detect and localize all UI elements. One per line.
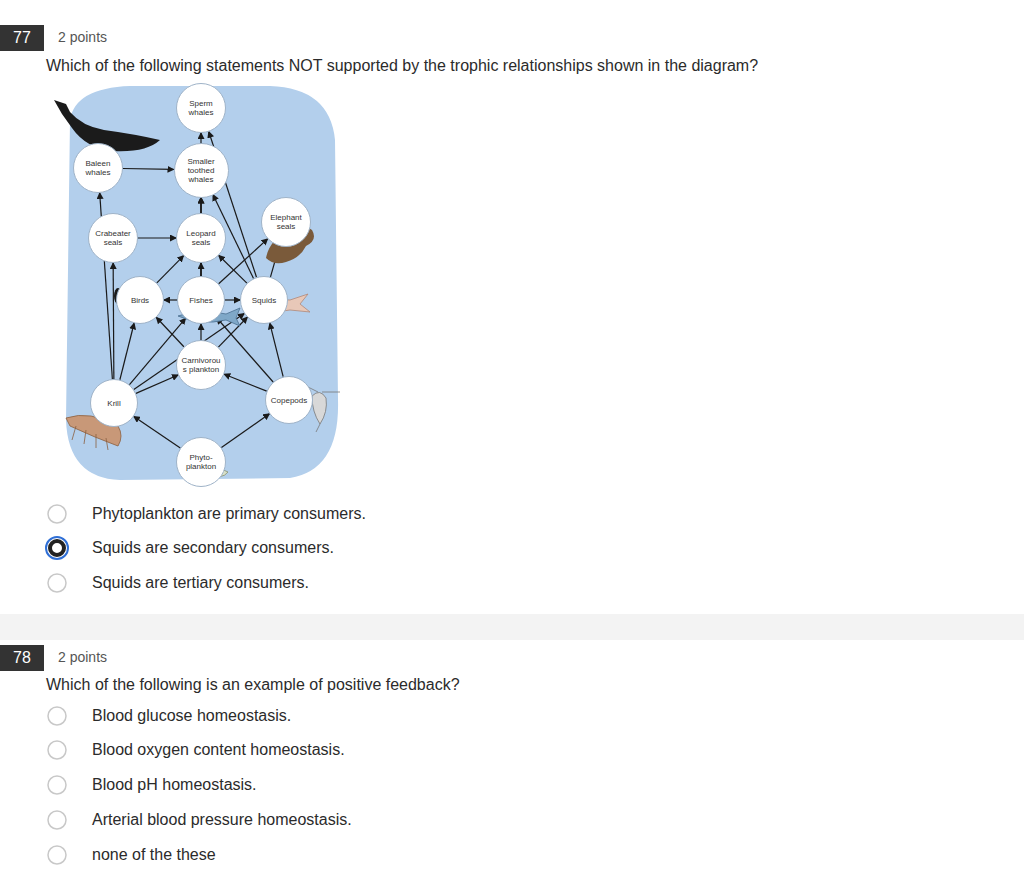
organism-name: Carnivorous plankton [181, 356, 221, 374]
answer-option: Arterial blood pressure homeostasis. [92, 811, 352, 829]
food-web-circle: Crabeater seals [88, 213, 138, 263]
feeding-arrow [123, 168, 174, 170]
radio-button [48, 707, 66, 725]
points-label: 2 points [58, 649, 107, 665]
radio-button-selected [46, 537, 68, 559]
organism-name: Krill [94, 399, 134, 408]
feeding-arrow [224, 374, 266, 391]
answer-option: Squids are tertiary consumers. [92, 574, 309, 592]
feeding-arrow [164, 299, 177, 300]
feeding-arrow [270, 323, 283, 376]
points-label: 2 points [58, 29, 107, 45]
food-web-circle: Baleen whales [73, 143, 123, 193]
organism-name: Sperm whales [181, 99, 221, 117]
organism-name: Copepods [269, 396, 309, 405]
food-web-circle: Krill [90, 379, 138, 427]
food-web-circle: Smaller toothed whales [174, 143, 229, 198]
food-web-circle: Copepods [265, 376, 313, 424]
organism-name: Elephant seals [266, 213, 306, 231]
feeding-arrow [157, 256, 184, 283]
ocean-ground [66, 86, 338, 480]
radio-button [48, 741, 66, 759]
card-separator [0, 614, 1024, 640]
answer-option: Blood oxygen content homeostasis. [92, 741, 345, 759]
food-web-circle: Sperm whales [176, 83, 226, 133]
answer-option: Blood glucose homeostasis. [92, 707, 291, 725]
food-web-circle: Birds [116, 276, 164, 324]
question-number-badge: 78 [0, 645, 44, 671]
organism-name: Crabeater seals [93, 229, 133, 247]
radio-button [48, 505, 66, 523]
food-web-circle: Elephant seals [261, 197, 311, 247]
organism-name: Leopard seals [181, 229, 221, 247]
copepod-picture [312, 392, 326, 424]
radio-button [48, 811, 66, 829]
food-web-circle: Phyto- plankton [176, 437, 226, 487]
feeding-arrow [113, 263, 115, 379]
feeding-arrow [200, 324, 201, 340]
food-web-circle: Carnivorous plankton [176, 340, 226, 390]
feeding-arrow [134, 416, 180, 447]
organism-name: Squids [244, 296, 284, 305]
radio-button [48, 776, 66, 794]
whale-picture [54, 100, 160, 151]
feeding-arrow [221, 414, 269, 448]
food-web-circle: Leopard seals [176, 213, 226, 263]
feeding-arrow [156, 318, 183, 347]
feeding-arrow [219, 256, 247, 284]
krill-legs [72, 426, 108, 450]
question-text: Which of the following is an example of … [46, 676, 460, 694]
organism-name: Fishes [181, 296, 221, 305]
organism-name: Phyto- plankton [181, 453, 221, 471]
question-number: 77 [13, 29, 31, 47]
answer-option: Blood pH homeostasis. [92, 776, 257, 794]
food-web-circle: Squids [240, 276, 288, 324]
answer-option: Squids are secondary consumers. [92, 539, 334, 557]
food-web-circle: Fishes [177, 276, 225, 324]
feeding-arrow [134, 314, 244, 390]
radio-button [48, 574, 66, 592]
radio-dot [50, 541, 64, 555]
organism-name: Baleen whales [78, 159, 118, 177]
radio-button [48, 846, 66, 864]
feeding-arrow [200, 198, 201, 214]
feeding-arrow [217, 318, 273, 382]
answer-option: none of the these [92, 846, 216, 864]
question-number: 78 [13, 649, 31, 667]
question-text: Which of the following statements NOT su… [46, 57, 758, 75]
answer-option: Phytoplankton are primary consumers. [92, 505, 366, 523]
organism-name: Birds [120, 296, 160, 305]
organism-name: Smaller toothed whales [181, 157, 221, 184]
feeding-arrow [138, 237, 176, 238]
question-number-badge: 77 [0, 25, 44, 51]
feeding-arrow [225, 299, 240, 300]
feeding-arrow [120, 323, 134, 379]
